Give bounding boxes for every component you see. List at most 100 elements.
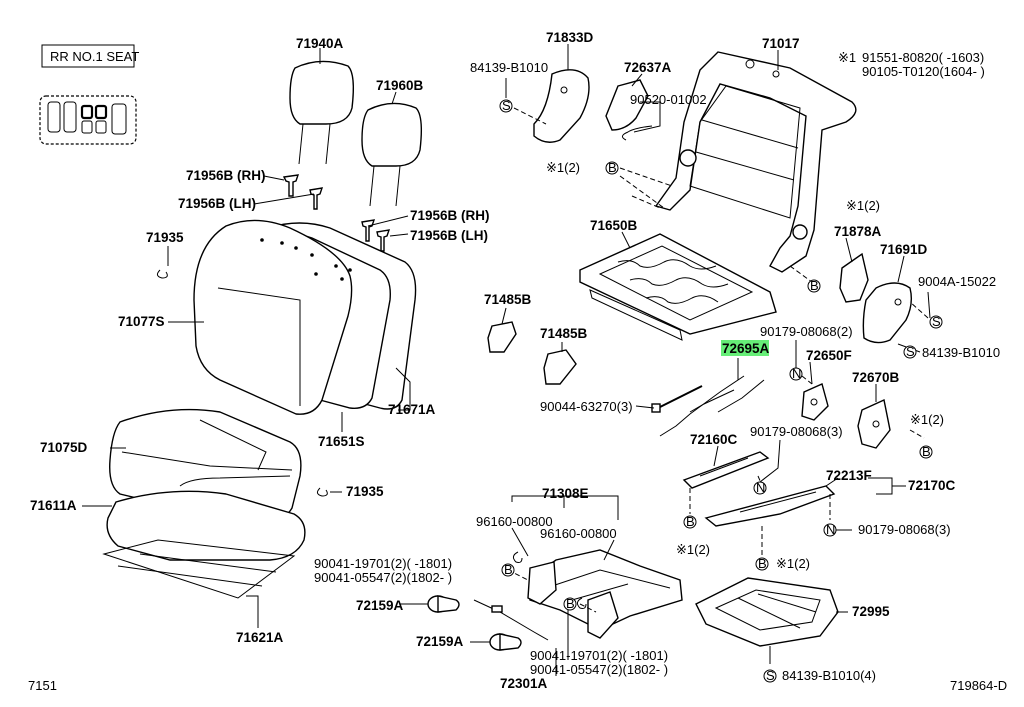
cover-71485B-a[interactable] [487,321,517,353]
ref-1-2-c: ※1(2) [910,412,944,427]
label-71878A: 71878A [834,224,882,239]
label-71960B: 71960B [376,78,424,93]
seat-layout-icon [39,95,137,145]
label-71075D: 71075D [40,440,88,455]
label-71485B-1: 71485B [484,292,532,307]
bolt-90044-63270[interactable] [651,385,703,413]
cable-72695A[interactable] [659,358,765,437]
cover-71691D[interactable] [862,282,913,344]
label-71956B-rh-1: 71956B (RH) [186,168,266,183]
seatback-frame-71017[interactable] [654,51,857,273]
label-71017: 71017 [762,36,800,51]
label-72213F: 72213F [826,468,872,483]
cushion-frame-71650B[interactable] [579,233,777,341]
cover-71485B-b[interactable] [543,349,577,385]
label-84139-B1010-right: 84139-B1010 [922,345,1000,360]
label-71956B-rh-2: 71956B (RH) [410,208,490,223]
svg-text:N: N [756,480,765,495]
label-72170C: 72170C [908,478,956,493]
label-90179-08068-c: 90179-08068(3) [858,522,951,537]
ref-1-2-a: ※1(2) [546,160,580,175]
cover-72637A[interactable] [605,79,653,141]
adjuster-71308E[interactable] [527,549,683,639]
label-71935-2: 71935 [346,484,384,499]
svg-text:S: S [502,98,511,113]
ref-1-2-d: ※1(2) [676,542,710,557]
label-90041-19701-a: 90041-19701(2)( -1801) [314,556,452,571]
header-box-label: RR NO.1 SEAT [50,49,139,64]
cushion-pad-71621A[interactable] [102,539,296,599]
clip-71935[interactable] [156,269,328,497]
headrest-71960B[interactable] [361,102,423,207]
svg-text:B: B [566,596,575,611]
label-72670B: 72670B [852,370,900,385]
label-71650B: 71650B [590,218,638,233]
cover-71878A[interactable] [839,252,869,303]
label-71940A: 71940A [296,36,344,51]
cable-72301A[interactable] [473,599,549,641]
svg-text:S: S [766,668,775,683]
label-72159A-2: 72159A [416,634,464,649]
label-96160-00800-a: 96160-00800 [476,514,553,529]
note-91551-80820: 91551-80820( -1603) [862,50,984,65]
highlight-72695A [721,340,769,356]
note-mark: ※1 [838,50,856,65]
svg-text:S: S [932,314,941,329]
label-72637A: 72637A [624,60,672,75]
seat-cushion-assembly[interactable] [106,408,306,561]
svg-text:B: B [686,514,695,529]
label-72650F: 72650F [806,348,852,363]
label-71077S: 71077S [118,314,165,329]
label-72160C: 72160C [690,432,738,447]
label-71621A: 71621A [236,630,284,645]
label-90044-63270: 90044-63270(3) [540,399,633,414]
label-9004A-15022: 9004A-15022 [918,274,996,289]
headrest-71940A[interactable] [289,60,355,165]
footer-left: 7151 [28,678,57,693]
label-72995: 72995 [852,604,890,619]
label-90520-01002: 90520-01002 [630,92,707,107]
svg-text:S: S [906,344,915,359]
label-90179-08068-a: 90179-08068(2) [760,324,853,339]
label-71485B-2: 71485B [540,326,588,341]
label-90041-05547-b: 90041-05547(2)(1802- ) [530,662,668,677]
svg-text:N: N [792,366,801,381]
label-90041-19701-b: 90041-19701(2)( -1801) [530,648,668,663]
label-71833D: 71833D [546,30,594,45]
svg-text:B: B [608,160,617,175]
ref-1-2-b: ※1(2) [846,198,880,213]
label-71935-1: 71935 [146,230,184,245]
label-71308E: 71308E [542,486,589,501]
bracket-72650F[interactable] [801,383,829,421]
rail-72213F[interactable] [704,485,836,527]
dashed-fastener-paths [507,107,929,664]
seatback-assembly[interactable] [193,219,417,415]
cover-72995[interactable] [695,577,839,647]
cover-71833D[interactable] [533,69,590,143]
note-90105-T0120: 90105-T0120(1604- ) [862,64,985,79]
label-71956B-lh-1: 71956B (LH) [178,196,256,211]
cap-72159A-b[interactable] [489,633,522,651]
label-71691D: 71691D [880,242,928,257]
cap-72159A-a[interactable] [427,595,460,613]
label-71651S: 71651S [318,434,365,449]
label-72301A: 72301A [500,676,548,691]
svg-text:B: B [504,562,513,577]
bracket-72670B[interactable] [857,398,891,449]
label-71956B-lh-2: 71956B (LH) [410,228,488,243]
label-90179-08068-b: 90179-08068(3) [750,424,843,439]
ref-1-2-e: ※1(2) [776,556,810,571]
label-71671A: 71671A [388,402,436,417]
circle-marks: S B B S S N B N B N B B B S [499,98,943,683]
rail-72160C[interactable] [682,451,770,489]
label-72695A: 72695A [722,341,770,356]
label-96160-00800-b: 96160-00800 [540,526,617,541]
seat-position-box: RR NO.1 SEAT [41,44,139,68]
label-71611A: 71611A [30,498,77,513]
label-84139-B1010-4: 84139-B1010(4) [782,668,876,683]
svg-text:B: B [810,278,819,293]
label-72159A-1: 72159A [356,598,404,613]
label-84139-B1010-top: 84139-B1010 [470,60,548,75]
leader-lines [82,44,931,676]
